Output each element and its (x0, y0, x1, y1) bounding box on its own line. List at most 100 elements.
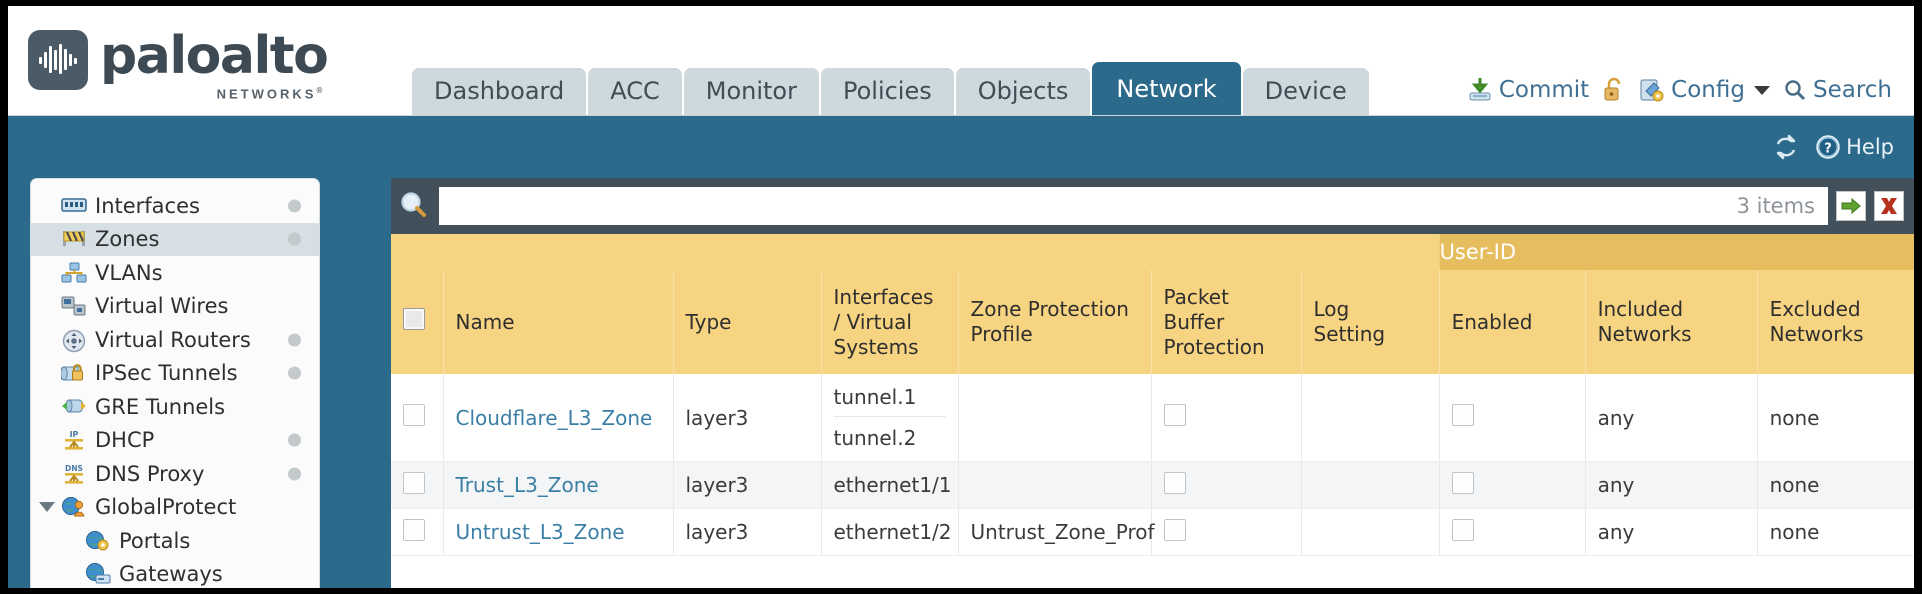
table-header-row: Name Type Interfaces / Virtual Systems Z… (391, 270, 1914, 374)
zones-icon (61, 228, 87, 250)
search-field-wrapper[interactable]: 3 items (439, 187, 1828, 225)
paloalto-logo-mark (28, 30, 88, 90)
user-id-enabled-checkbox[interactable] (1451, 518, 1474, 541)
help-circle-icon: ? (1816, 135, 1840, 159)
vlans-icon (61, 262, 87, 284)
column-header-log-setting[interactable]: Log Setting (1300, 270, 1440, 374)
cell-type: layer3 (672, 461, 821, 509)
tab-dashboard[interactable]: Dashboard (412, 68, 587, 115)
dhcp-icon: IP (61, 429, 87, 451)
magnifier-icon[interactable] (397, 189, 431, 223)
zone-name-link[interactable]: Cloudflare_L3_Zone (455, 405, 653, 430)
virtual-wires-icon (61, 295, 87, 317)
column-header-type[interactable]: Type (672, 270, 821, 374)
column-header-enabled[interactable]: Enabled (1438, 270, 1586, 374)
sidebar-item-label: Portals (119, 528, 191, 553)
unlocked-padlock-icon[interactable] (1602, 77, 1626, 103)
row-select-cell (391, 461, 443, 509)
waveform-icon (39, 44, 77, 74)
help-button[interactable]: ? Help (1815, 134, 1894, 160)
application-window: paloalto NETWORKS® Dashboard ACC Monitor… (8, 6, 1914, 588)
cell-interfaces: ethernet1/1 (820, 461, 958, 509)
sidebar-item-interfaces[interactable]: Interfaces (31, 189, 319, 223)
row-checkbox[interactable] (403, 404, 425, 426)
commit-download-icon (1469, 78, 1491, 101)
column-header-zone-protection-profile[interactable]: Zone Protection Profile (957, 270, 1151, 374)
packet-buffer-protection-checkbox[interactable] (1163, 471, 1186, 494)
tab-objects[interactable]: Objects (955, 68, 1091, 115)
expander-triangle-down-icon[interactable] (39, 502, 55, 513)
config-menu[interactable]: Config (1639, 77, 1770, 103)
sidebar-status-dot (288, 433, 301, 447)
cell-packet-buffer-protection (1150, 508, 1301, 556)
cell-zone-protection-profile: Untrust_Zone_Prof (957, 508, 1155, 556)
tab-acc[interactable]: ACC (588, 68, 682, 115)
search-input[interactable] (452, 194, 1737, 218)
zone-name-link[interactable]: Untrust_L3_Zone (455, 520, 625, 544)
row-checkbox[interactable] (403, 471, 425, 494)
sidebar-item-dns-proxy[interactable]: DNS DNS Proxy (31, 457, 319, 491)
row-select-cell (391, 508, 443, 556)
table-row[interactable]: Cloudflare_L3_Zone layer3 tunnel.1 tunne… (391, 374, 1914, 462)
cell-interfaces: tunnel.1 tunnel.2 (820, 374, 958, 462)
table-body: Cloudflare_L3_Zone layer3 tunnel.1 tunne… (391, 374, 1914, 556)
cell-included-networks: any (1584, 461, 1758, 509)
column-header-excluded-networks[interactable]: Excluded Networks (1756, 270, 1914, 374)
interface-entry: ethernet1/2 (833, 520, 952, 544)
tab-network[interactable]: Network (1092, 62, 1241, 115)
item-count-label: 3 items (1736, 194, 1815, 218)
body-area: Interfaces Zones (8, 178, 1914, 588)
column-header-interfaces-virtual-systems[interactable]: Interfaces / Virtual Systems (820, 270, 958, 374)
cell-log-setting (1300, 374, 1440, 462)
clear-filter-button[interactable] (1874, 191, 1904, 221)
table-row[interactable]: Untrust_L3_Zone layer3 ethernet1/2 Untru… (391, 508, 1914, 556)
packet-buffer-protection-checkbox[interactable] (1163, 404, 1186, 426)
select-all-checkbox[interactable] (403, 308, 425, 330)
filter-bar: 3 items (391, 178, 1914, 234)
search-button[interactable]: Search (1783, 77, 1892, 103)
sidebar-item-gateways[interactable]: Gateways (31, 558, 319, 589)
sidebar-item-virtual-routers[interactable]: Virtual Routers (31, 323, 319, 357)
apply-filter-button[interactable] (1836, 191, 1866, 221)
zone-name-link[interactable]: Trust_L3_Zone (455, 473, 599, 497)
tab-policies[interactable]: Policies (820, 68, 954, 115)
column-header-packet-buffer-protection[interactable]: Packet Buffer Protection (1150, 270, 1301, 374)
sidebar-status-dot (288, 333, 301, 347)
sidebar-item-gre-tunnels[interactable]: GRE Tunnels (31, 390, 319, 424)
sidebar-item-ipsec-tunnels[interactable]: IPSec Tunnels (31, 357, 319, 391)
sidebar-item-virtual-wires[interactable]: Virtual Wires (31, 290, 319, 324)
table-row[interactable]: Trust_L3_Zone layer3 ethernet1/1 (391, 461, 1914, 509)
sidebar: Interfaces Zones (30, 178, 320, 588)
sidebar-item-label: GlobalProtect (95, 495, 237, 520)
sidebar-status-dot (288, 232, 301, 246)
cell-name: Untrust_L3_Zone (442, 508, 673, 556)
tab-device[interactable]: Device (1242, 68, 1369, 115)
virtual-routers-icon (61, 329, 87, 352)
interface-entry: tunnel.2 (833, 416, 946, 453)
tab-monitor[interactable]: Monitor (683, 68, 819, 115)
sidebar-item-portals[interactable]: Portals (31, 524, 319, 558)
interfaces-icon (61, 195, 87, 217)
brand-tagline: NETWORKS® (216, 86, 326, 102)
column-header-name[interactable]: Name (442, 270, 673, 374)
sidebar-item-dhcp[interactable]: IP DHCP (31, 424, 319, 458)
sidebar-item-label: Gateways (119, 562, 223, 587)
select-all-header (391, 270, 443, 374)
user-id-enabled-checkbox[interactable] (1451, 471, 1474, 494)
commit-button[interactable]: Commit (1467, 77, 1589, 103)
cell-log-setting (1300, 461, 1440, 509)
sidebar-item-globalprotect[interactable]: GlobalProtect (31, 491, 319, 525)
column-header-included-networks[interactable]: Included Networks (1584, 270, 1758, 374)
cell-type: layer3 (672, 508, 821, 556)
cell-included-networks: any (1584, 508, 1758, 556)
row-checkbox[interactable] (403, 518, 425, 541)
refresh-icon[interactable] (1773, 134, 1799, 160)
packet-buffer-protection-checkbox[interactable] (1163, 518, 1186, 541)
user-id-enabled-checkbox[interactable] (1451, 404, 1474, 426)
globalprotect-icon (61, 496, 87, 518)
cell-excluded-networks: none (1756, 374, 1914, 462)
sidebar-item-zones[interactable]: Zones (31, 222, 319, 256)
paloalto-logo[interactable]: paloalto NETWORKS® (28, 30, 329, 101)
main-content: 3 items (391, 178, 1914, 588)
sidebar-item-vlans[interactable]: VLANs (31, 256, 319, 290)
